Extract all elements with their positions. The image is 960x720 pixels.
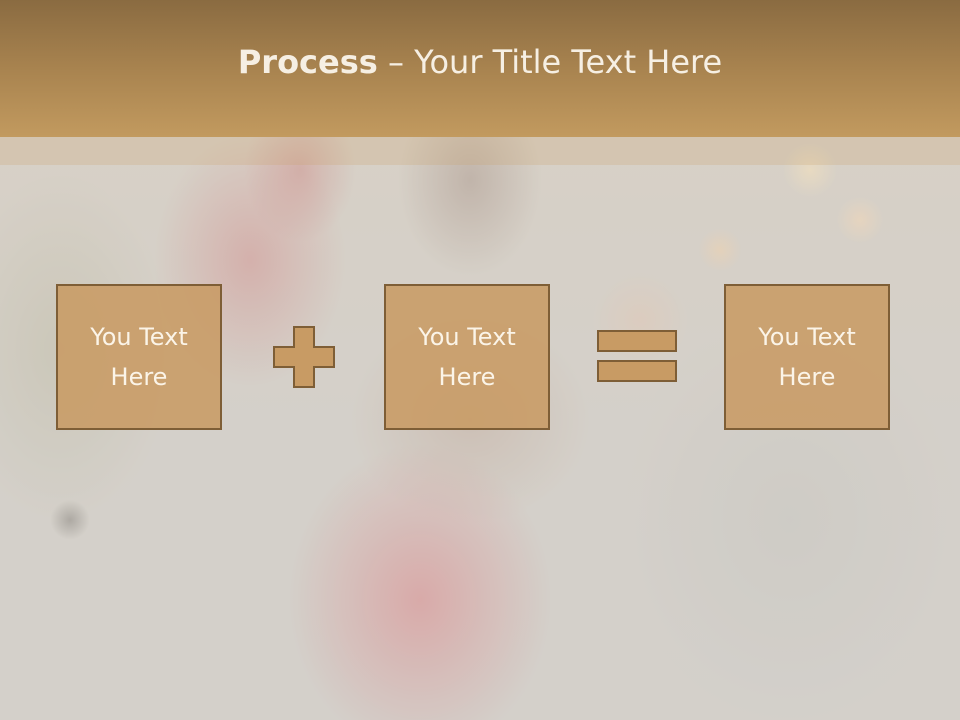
plus-icon bbox=[273, 326, 335, 388]
process-box-3-line2: Here bbox=[778, 363, 836, 391]
title-bar: Process – Your Title Text Here bbox=[0, 0, 960, 137]
background-overlay bbox=[0, 165, 960, 720]
equals-icon bbox=[597, 330, 677, 382]
process-box-1-line1: You Text bbox=[90, 323, 188, 351]
process-box-3-line1: You Text bbox=[758, 323, 856, 351]
header-shadow-band bbox=[0, 137, 960, 165]
process-box-2-line2: Here bbox=[438, 363, 496, 391]
slide-title[interactable]: Process – Your Title Text Here bbox=[238, 43, 722, 81]
process-box-1-line2: Here bbox=[110, 363, 168, 391]
title-bold: Process bbox=[237, 42, 378, 81]
title-rest: – Your Title Text Here bbox=[377, 42, 723, 81]
process-box-2-line1: You Text bbox=[418, 323, 516, 351]
